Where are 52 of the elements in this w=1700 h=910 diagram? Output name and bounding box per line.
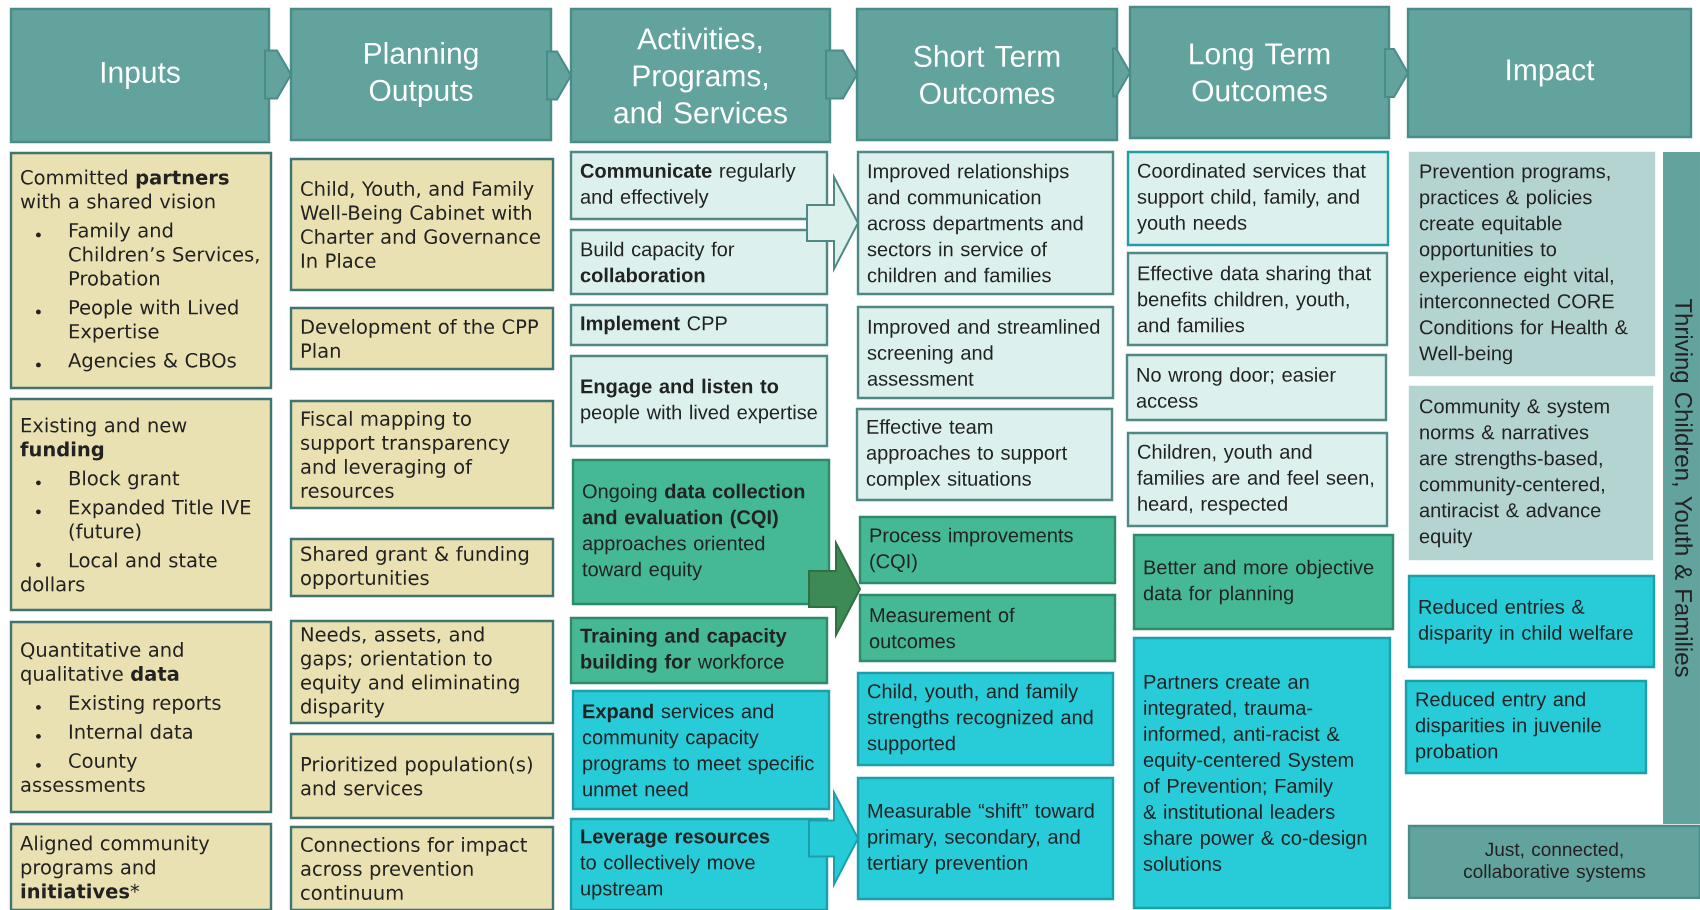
column-header: Planning Outputs <box>289 7 553 142</box>
column-header: Long Term Outcomes <box>1128 5 1391 140</box>
text-box: Engage and listen to people with lived expertise <box>569 354 829 448</box>
text-box: Better and more objective data for planning <box>1132 533 1395 631</box>
text-box: Aligned community programs and initiatives* <box>9 822 273 910</box>
text-box: Shared grant & funding opportunities <box>289 537 555 598</box>
text-box: Child, Youth, and Family Well-Being Cabinet with Charter and Governance In Place <box>289 157 555 292</box>
text-box: Training and capacity building for workforce <box>569 616 829 685</box>
text-box: Committed partners with a shared vision Family and Children’s Services, Probation People with Lived Expertise Agencies & CBOs <box>9 151 273 390</box>
column-header: Inputs <box>9 7 271 144</box>
chevron-arrow <box>825 49 859 100</box>
text-box: Expand services and community capacity programs to meet specific unmet need <box>571 689 831 811</box>
text-box: Reduced entries & disparity in child welfare <box>1407 574 1656 669</box>
block-arrow <box>806 172 860 274</box>
column-header: Impact <box>1406 7 1693 139</box>
text-box: Improved and streamlined screening and assessment <box>856 305 1115 400</box>
text-box: Child, youth, and family strengths recognized and supported <box>856 671 1115 767</box>
text-box: Fiscal mapping to support transparency and leveraging of resources <box>289 399 555 510</box>
vertical-banner: Thriving Children, Youth & Families <box>1663 152 1700 824</box>
text-box: Partners create an integrated, trauma-informed, anti-racist & equity-centered System of Prevention; Family & institutional leaders share power & co-design solutions <box>1132 636 1392 910</box>
text-box: Effective data sharing that benefits children, youth, and families <box>1126 251 1389 347</box>
text-box: Children, youth and families are and feel seen, heard, respected <box>1126 431 1389 528</box>
text-box: Ongoing data collection and evaluation (CQI) approaches oriented toward equity <box>571 458 831 606</box>
text-box: Prioritized population(s) and services <box>289 732 555 820</box>
text-box: Process improvements (CQI) <box>858 515 1117 585</box>
text-box: Coordinated services that support child, family, and youth needs <box>1126 150 1390 247</box>
text-box: Development of the CPP Plan <box>289 306 555 371</box>
chevron-arrow <box>1112 47 1132 98</box>
text-box: Improved relationships and communication across departments and sectors in service of children and families <box>856 150 1115 296</box>
banner-box: Just, connected, collaborative systems <box>1407 824 1700 900</box>
column-header: Short Term Outcomes <box>855 7 1119 142</box>
text-box: Communicate regularly and effectively <box>569 150 829 221</box>
block-arrow <box>808 788 860 889</box>
text-box: Measurable “shift” toward primary, secondary, and tertiary prevention <box>856 776 1115 901</box>
chevron-arrow <box>264 49 293 100</box>
text-box: Reduced entry and disparities in juvenile probation <box>1404 679 1648 775</box>
text-box: Community & system norms & narratives are strengths-based, community-centered, antiracist & advance equity <box>1408 385 1654 561</box>
text-box: Measurement of outcomes <box>858 593 1117 663</box>
text-box: Needs, assets, and gaps; orientation to equity and eliminating disparity <box>289 619 555 725</box>
text-box: Quantitative and qualitative data Existing reports Internal data County assessments <box>9 620 273 814</box>
chevron-arrow <box>1384 48 1410 98</box>
text-box: Existing and new funding Block grant Expanded Title IVE (future) Local and state dollars <box>9 397 273 612</box>
text-box: No wrong door; easier access <box>1125 353 1388 422</box>
block-arrow <box>808 538 862 640</box>
text-box: Prevention programs, practices & policies create equitable opportunities to experience eight vital, interconnected CORE Conditions for Health & Well-being <box>1408 151 1656 377</box>
chevron-arrow <box>546 50 573 101</box>
text-box: Leverage resources to collectively move upstream <box>569 817 829 910</box>
text-box: Effective team approaches to support complex situations <box>855 407 1114 502</box>
text-box: Connections for impact across prevention continuum <box>289 825 555 910</box>
column-header: Activities, Programs, and Services <box>569 7 832 144</box>
text-box: Build capacity for collaboration <box>569 228 829 296</box>
text-box: Implement CPP <box>569 303 829 347</box>
